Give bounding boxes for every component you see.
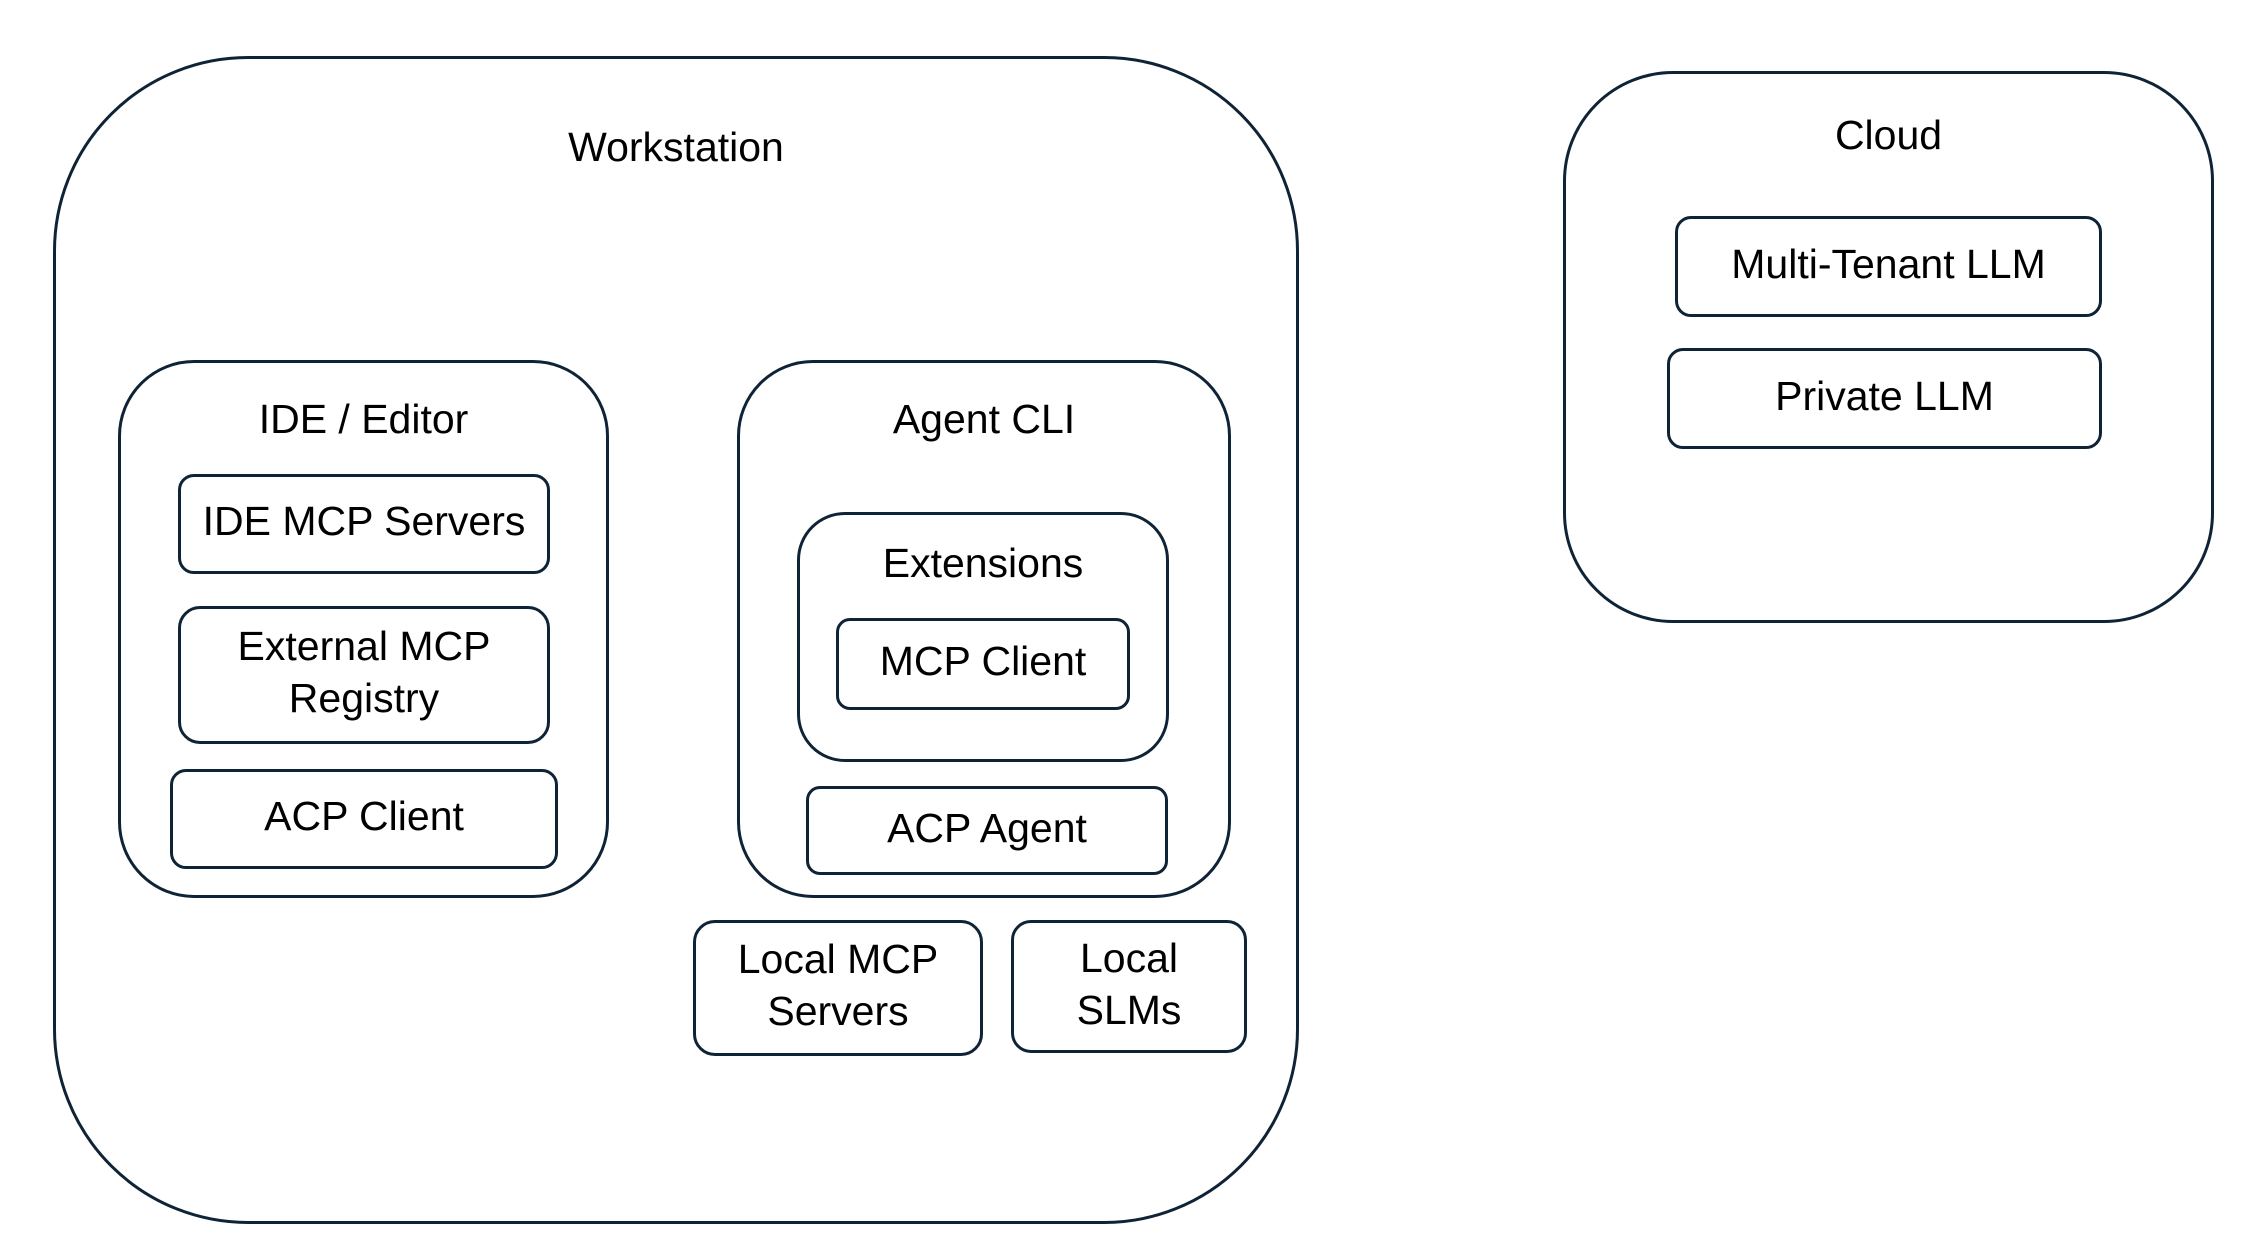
ide-editor-title: IDE / Editor <box>258 396 469 442</box>
mcp-client-box: MCP Client <box>836 618 1130 710</box>
mcp-client-label: MCP Client <box>879 638 1087 684</box>
agent-cli-title: Agent CLI <box>892 396 1076 442</box>
local-slms-label: Local SLMs <box>1076 934 1182 1033</box>
ide-mcp-servers-label: IDE MCP Servers <box>202 498 526 544</box>
multi-tenant-llm-box: Multi-Tenant LLM <box>1675 216 2102 317</box>
private-llm-label: Private LLM <box>1775 372 1994 419</box>
workstation-title: Workstation <box>568 124 784 170</box>
extensions-title: Extensions <box>882 540 1084 586</box>
acp-client-box: ACP Client <box>170 769 558 869</box>
local-slms-box: Local SLMs <box>1011 920 1247 1053</box>
acp-agent-label: ACP Agent <box>887 804 1087 851</box>
local-mcp-servers-box: Local MCP Servers <box>693 920 983 1056</box>
cloud-container: Cloud <box>1563 71 2214 623</box>
acp-client-label: ACP Client <box>264 793 464 839</box>
ide-mcp-servers-box: IDE MCP Servers <box>178 474 550 574</box>
external-mcp-registry-label: External MCP Registry <box>237 623 491 721</box>
acp-agent-box: ACP Agent <box>806 786 1168 875</box>
local-mcp-servers-label: Local MCP Servers <box>737 936 939 1034</box>
external-mcp-registry-box: External MCP Registry <box>178 606 550 744</box>
multi-tenant-llm-label: Multi-Tenant LLM <box>1731 240 2046 287</box>
cloud-title: Cloud <box>1834 112 1943 158</box>
private-llm-box: Private LLM <box>1667 348 2102 449</box>
